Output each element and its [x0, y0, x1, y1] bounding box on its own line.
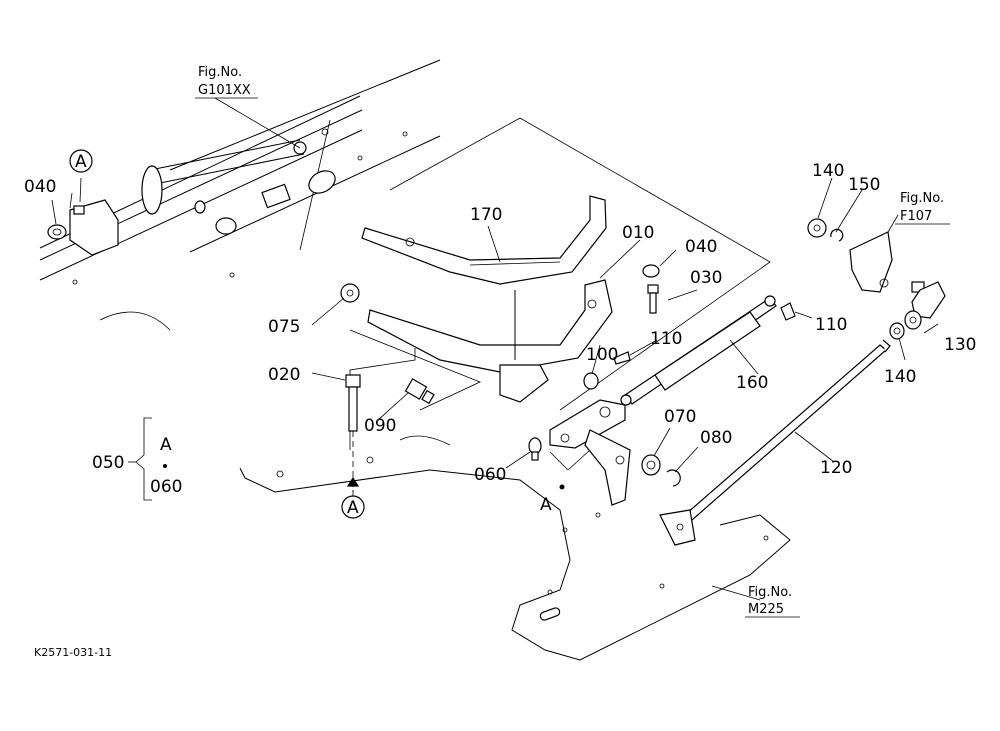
label-140b: 140: [884, 367, 916, 387]
label-130: 130: [944, 335, 976, 355]
label-140a: 140: [812, 161, 844, 181]
label-100: 100: [586, 345, 618, 365]
pin-060: [528, 437, 542, 461]
label-110a: 110: [815, 315, 847, 335]
bolt-020: [345, 374, 361, 490]
label-050: 050: [92, 453, 124, 473]
link-bracket: [549, 372, 631, 506]
leader-lines: [51, 97, 939, 601]
left-bracket: [47, 199, 119, 256]
label-070: 070: [664, 407, 696, 427]
ref3-line2: M225: [748, 602, 784, 617]
clip-110a: [780, 302, 796, 321]
group-050-top: A: [160, 435, 172, 455]
label-110b: 110: [650, 329, 682, 349]
clip-110b: [613, 351, 631, 365]
arm-130: [889, 281, 946, 340]
right-bracket: [807, 218, 925, 293]
washer-075: [340, 283, 360, 303]
group-050-bottom: 060: [150, 477, 182, 497]
label-090: 090: [364, 416, 396, 436]
label-040b: 040: [685, 237, 717, 257]
group-050: A 060: [128, 417, 182, 501]
left-shaft: [141, 139, 307, 215]
label-020: 020: [268, 365, 300, 385]
svg-text:A: A: [75, 152, 87, 172]
drawing-code: K2571-031-11: [34, 646, 112, 659]
label-030: 030: [690, 268, 722, 288]
ref3-line1: Fig.No.: [748, 585, 792, 600]
label-010: 010: [622, 223, 654, 243]
ref1-line1: Fig.No.: [198, 65, 242, 80]
seat-frame: [367, 279, 613, 403]
label-170: 170: [470, 205, 502, 225]
circle-a-marker-top: A: [69, 149, 93, 173]
rod-120: [659, 339, 891, 546]
ref2-line2: F107: [900, 209, 932, 224]
clip-080: [666, 469, 681, 487]
label-160: 160: [736, 373, 768, 393]
seat-upper: [361, 195, 607, 285]
label-075: 075: [268, 317, 300, 337]
svg-text:A: A: [540, 495, 552, 515]
label-080: 080: [700, 428, 732, 448]
svg-text:A: A: [347, 498, 359, 518]
bolt-030: [642, 264, 660, 314]
label-120: 120: [820, 458, 852, 478]
circle-a-marker-bottom: A: [341, 476, 365, 519]
label-150: 150: [848, 175, 880, 195]
ref2-line1: Fig.No.: [900, 191, 944, 206]
washer-070: [641, 454, 661, 476]
base-plate: [99, 311, 791, 661]
ref1-line2: G101XX: [198, 83, 251, 98]
label-040a: 040: [24, 177, 56, 197]
label-060: 060: [474, 465, 506, 485]
gas-spring-160: [620, 295, 777, 406]
point-a-marker: A: [540, 484, 565, 515]
stud-090: [404, 378, 435, 405]
